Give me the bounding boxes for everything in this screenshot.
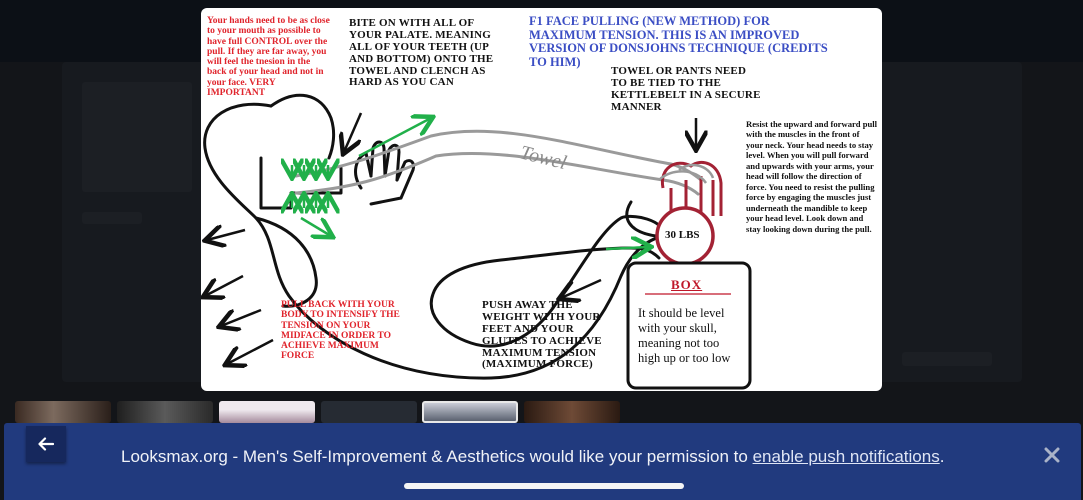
box-description: It should be level with your skull, mean… bbox=[638, 306, 731, 365]
diagram-title: F1 FACE PULLING (NEW METHOD) FOR MAXIMUM… bbox=[529, 14, 828, 69]
push-notification-banner: Looksmax.org - Men's Self-Improvement & … bbox=[4, 423, 1081, 500]
thumbnail-5-selected[interactable] bbox=[422, 401, 518, 423]
notification-text-after: . bbox=[939, 447, 945, 466]
thumbnail-1[interactable] bbox=[15, 401, 111, 423]
home-indicator[interactable] bbox=[404, 483, 684, 489]
pull-back-note: PULL BACK WITH YOUR BODY TO INTENSIFY TH… bbox=[281, 300, 400, 362]
diagram-drawing: Towel bbox=[201, 93, 752, 390]
close-button[interactable] bbox=[1040, 443, 1064, 467]
thumbnail-3[interactable] bbox=[219, 401, 315, 423]
box-title: BOX bbox=[671, 277, 703, 292]
thumbnail-2[interactable] bbox=[117, 401, 213, 423]
close-icon bbox=[1044, 447, 1060, 463]
notification-message: Looksmax.org - Men's Self-Improvement & … bbox=[121, 447, 944, 467]
weight-label: 30 LBS bbox=[665, 229, 700, 241]
towel-note: TOWEL OR PANTS NEED TO BE TIED TO THE KE… bbox=[611, 65, 761, 113]
force-arrows bbox=[205, 112, 696, 364]
lightbox-image: Towel bbox=[201, 8, 882, 391]
enable-push-link[interactable]: enable push notifications bbox=[752, 447, 940, 466]
arrow-left-icon bbox=[38, 437, 54, 451]
bite-note: BITE ON WITH ALL OF YOUR PALATE. MEANING… bbox=[349, 17, 494, 89]
notification-text-before: Looksmax.org - Men's Self-Improvement & … bbox=[121, 447, 753, 466]
hands-note: Your hands need to be as close to your m… bbox=[207, 16, 330, 98]
towel-drawing bbox=[294, 129, 703, 196]
push-note: PUSH AWAY THE WEIGHT WITH YOUR FEET AND … bbox=[482, 299, 602, 371]
green-arrows bbox=[292, 118, 649, 249]
resist-note: Resist the upward and forward pull with … bbox=[746, 119, 878, 234]
back-button[interactable] bbox=[26, 426, 66, 462]
thumbnail-6[interactable] bbox=[524, 401, 620, 423]
towel-label: Towel bbox=[518, 142, 569, 175]
thumbnail-4[interactable] bbox=[321, 401, 417, 423]
